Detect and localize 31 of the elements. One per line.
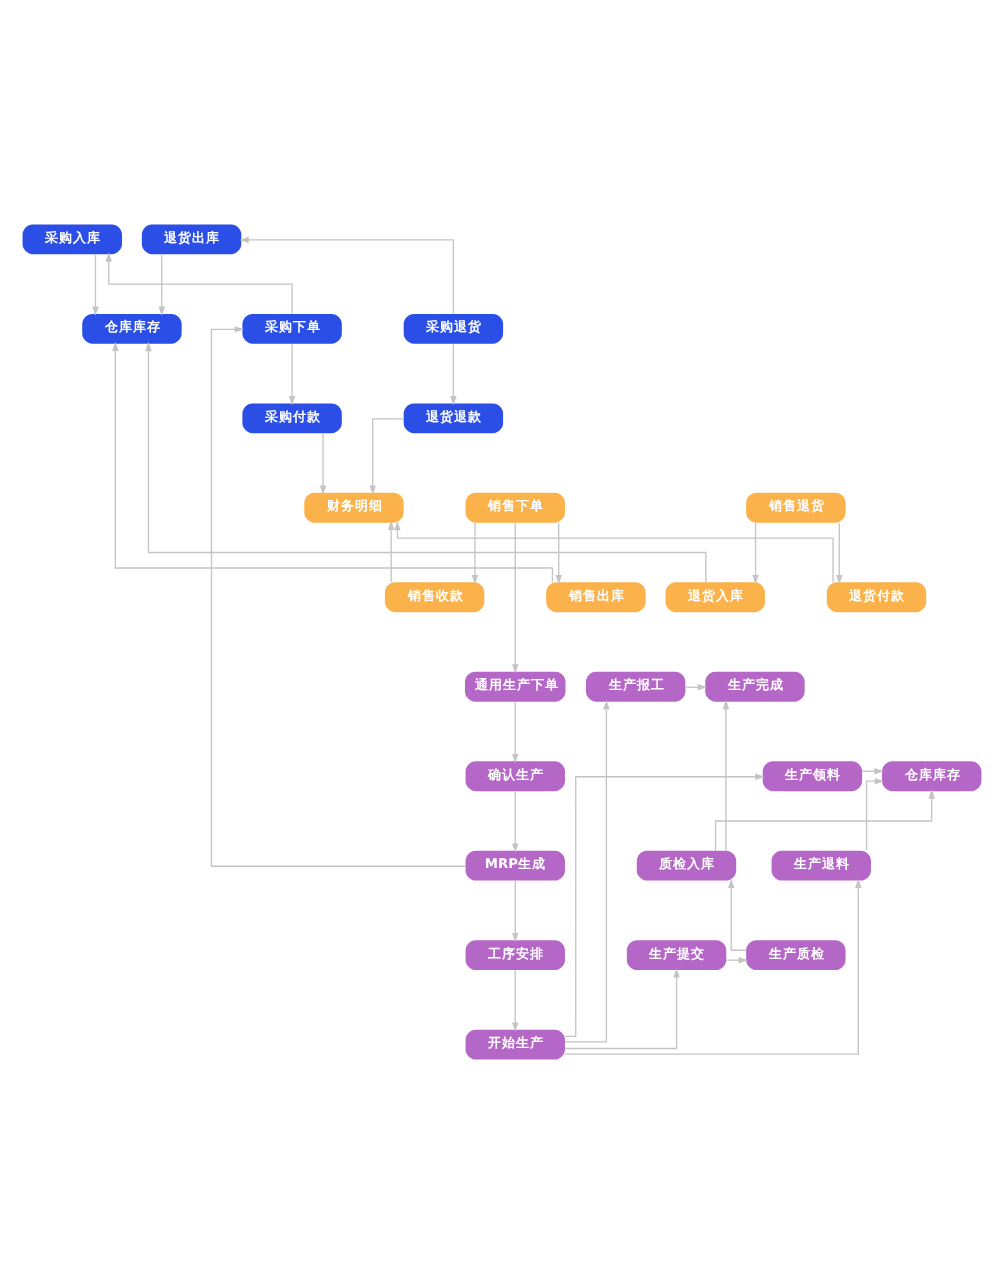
arrow [563, 967, 679, 1049]
arrow [563, 877, 861, 1054]
arrow [368, 417, 403, 494]
arrow [104, 251, 292, 314]
arrow [144, 340, 706, 582]
arrow [721, 699, 729, 851]
arrow [470, 521, 478, 584]
arrow [511, 968, 518, 1031]
arrow [563, 772, 764, 1037]
arrow [157, 252, 164, 315]
arrow [209, 325, 466, 866]
arrow [835, 521, 842, 584]
arrow [386, 519, 394, 582]
arrow [449, 342, 456, 405]
arrow [563, 699, 609, 1042]
arrow [111, 340, 553, 582]
arrow [726, 877, 746, 950]
arrow [287, 342, 295, 405]
arrow [724, 955, 747, 963]
arrow [511, 700, 518, 763]
arrow [864, 776, 883, 851]
arrow [713, 788, 934, 851]
arrow [751, 521, 758, 584]
arrow [511, 789, 518, 852]
arrow [511, 879, 518, 942]
arrow [511, 521, 518, 673]
arrow [318, 431, 326, 494]
arrow [554, 521, 561, 584]
arrow [393, 519, 833, 582]
arrow [91, 252, 98, 315]
arrow [238, 235, 454, 314]
